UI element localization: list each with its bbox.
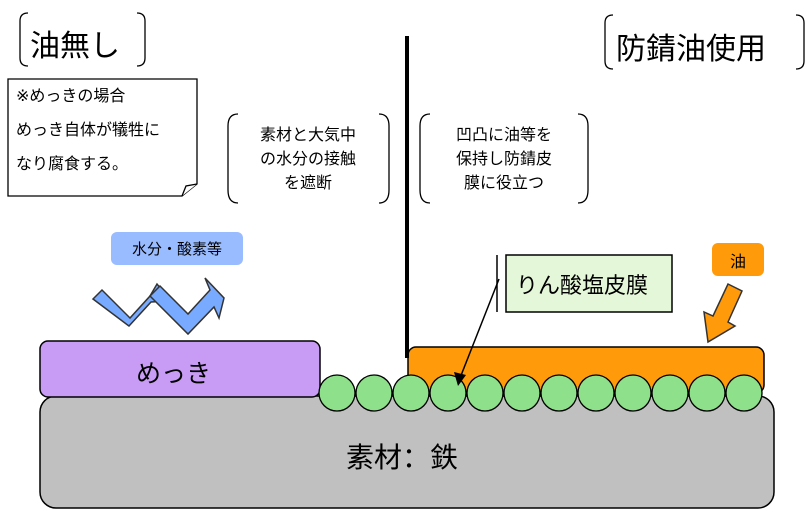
phosphate-circle (429, 374, 467, 412)
phosphate-pointer-head (454, 372, 466, 386)
paren-right-open (419, 113, 431, 204)
phosphate-circle (688, 374, 726, 412)
water-arrow-2 (148, 277, 225, 336)
plating-layer (39, 340, 321, 398)
oil-tag: 油 (712, 243, 764, 276)
phosphate-circle (466, 374, 504, 412)
phosphate-circle (651, 374, 689, 412)
phosphate-label: りん酸塩皮膜 (516, 274, 649, 299)
base-label: 素材：鉄 (346, 441, 459, 474)
paren-left-close (378, 113, 390, 204)
title-right: 防錆油使用 (616, 32, 766, 67)
note-line-3: なり腐食する。 (16, 154, 129, 173)
title-right-bracket-open (604, 14, 614, 70)
oil-arrow (703, 282, 743, 344)
title-left-bracket-open (19, 12, 29, 67)
paren-left-line-2: の水分の接触 (259, 149, 356, 168)
phosphate-box (505, 254, 673, 313)
phosphate-circle (577, 374, 615, 412)
phosphate-circle (355, 374, 393, 412)
paren-left-open (227, 113, 239, 204)
paren-right-line-1: 凹凸に油等を (455, 125, 552, 144)
water-oxygen-tag: 水分・酸素等 (111, 232, 243, 265)
phosphate-film-circles (318, 374, 763, 412)
paren-left-line-1: 素材と大気中 (259, 125, 356, 144)
phosphate-pointer (459, 278, 500, 379)
title-left-bracket-close (136, 12, 146, 67)
phosphate-circle (725, 374, 763, 412)
phosphate-circle (614, 374, 652, 412)
note-fold (181, 183, 198, 197)
paren-left-line-3: を遮断 (283, 173, 332, 192)
paren-right-line-2: 保持し防錆皮 (455, 149, 552, 168)
note-line-1: ※めっきの場合 (16, 86, 126, 105)
phosphate-circle (392, 374, 430, 412)
note-line-2: めっき自体が犠牲に (16, 120, 161, 139)
phosphate-circle (318, 374, 356, 412)
phosphate-circle (503, 374, 541, 412)
title-right-bracket-close (795, 14, 805, 70)
plating-label: めっき (136, 359, 212, 388)
paren-right-close (577, 113, 589, 204)
paren-right-line-3: 膜に役立つ (463, 173, 544, 192)
phosphate-circle (540, 374, 578, 412)
title-left: 油無し (30, 29, 120, 64)
